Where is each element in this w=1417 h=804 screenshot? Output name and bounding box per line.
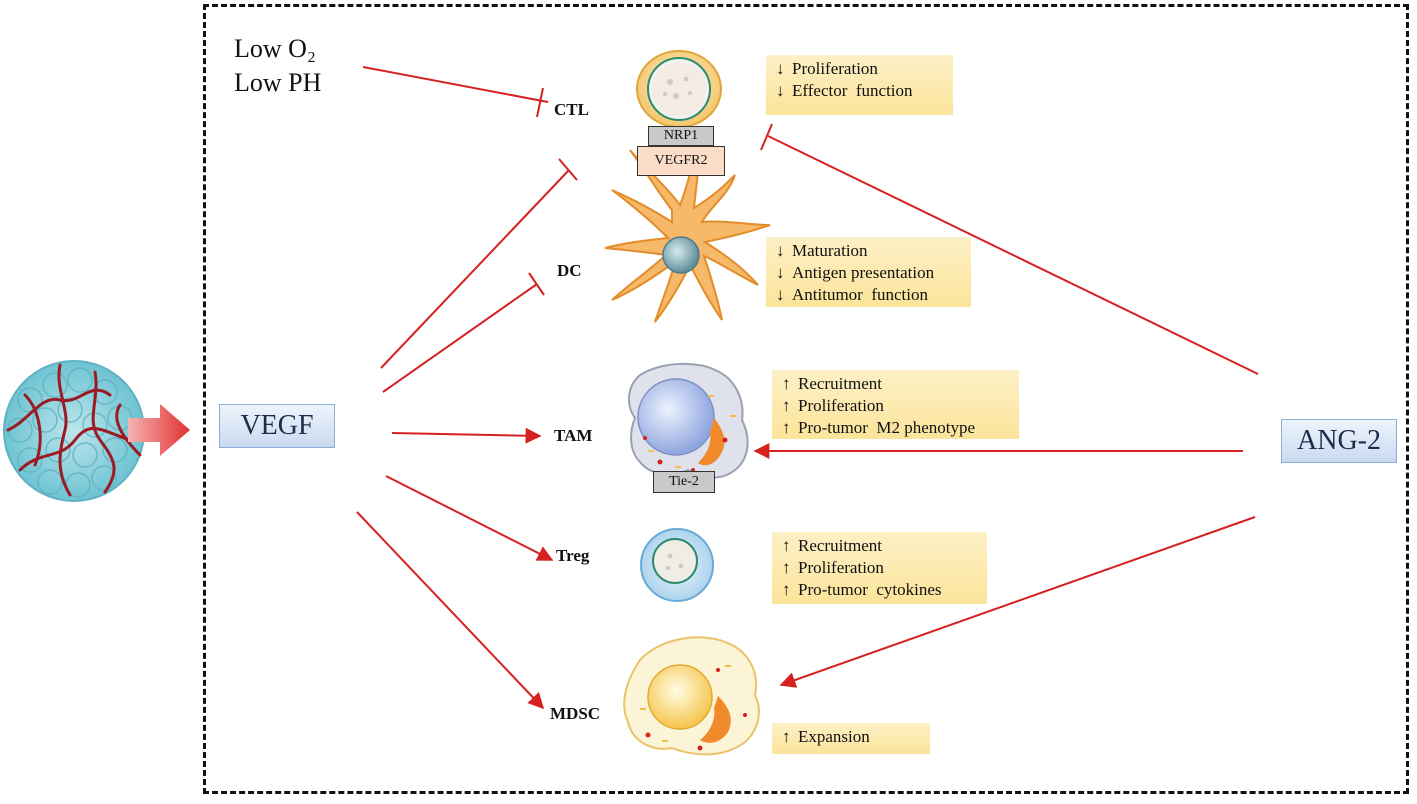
down-arrow-icon: ↓ — [776, 59, 785, 78]
ang2-box: ANG-2 — [1281, 419, 1397, 463]
effect-text: Expansion — [798, 727, 870, 746]
effect-text: Recruitment — [798, 374, 883, 393]
effect-text: Proliferation — [798, 558, 884, 577]
effect-text: Proliferation — [792, 59, 878, 78]
effect-item-treg-1: ↑ Proliferation — [782, 557, 977, 579]
down-arrow-icon: ↓ — [776, 263, 785, 282]
effect-text: Pro-tumor M2 phenotype — [798, 418, 976, 437]
effect-box-mdsc: ↑ Expansion — [772, 723, 930, 754]
up-arrow-icon: ↑ — [782, 558, 791, 577]
up-arrow-icon: ↑ — [782, 580, 791, 599]
cell-label-treg: Treg — [556, 546, 590, 565]
effect-text: Proliferation — [798, 396, 884, 415]
effect-item-dc-1: ↓ Antigen presentation — [776, 262, 961, 284]
inhibition-lines — [362, 66, 1259, 393]
condition-low-ph: Low PH — [234, 68, 322, 97]
up-arrow-icon: ↑ — [782, 418, 791, 437]
down-arrow-icon: ↓ — [776, 241, 785, 260]
effect-item-mdsc-0: ↑ Expansion — [782, 726, 920, 748]
effect-text: Antitumor function — [792, 285, 928, 304]
dashed-frame — [203, 4, 1409, 794]
cell-label-tam: TAM — [554, 426, 593, 445]
effect-text: Recruitment — [798, 536, 883, 555]
effect-item-ctl-0: ↓ Proliferation — [776, 58, 943, 80]
effect-item-dc-2: ↓ Antitumor function — [776, 284, 961, 306]
cell-label-ctl: CTL — [554, 100, 589, 119]
down-arrow-icon: ↓ — [776, 285, 785, 304]
effect-item-treg-0: ↑ Recruitment — [782, 535, 977, 557]
activation-arrows — [356, 427, 1256, 710]
up-arrow-icon: ↑ — [782, 396, 791, 415]
up-arrow-icon: ↑ — [782, 536, 791, 555]
cell-label-mdsc: MDSC — [550, 704, 601, 723]
effect-text: Effector function — [792, 81, 913, 100]
effect-item-ctl-1: ↓ Effector function — [776, 80, 943, 102]
effect-box-treg: ↑ Recruitment ↑ Proliferation ↑ Pro-tumor cyt… — [772, 532, 987, 604]
cell-label-dc: DC — [557, 261, 582, 280]
tumor-illustration — [3, 360, 145, 502]
tie2-receptor: Tie-2 — [653, 471, 715, 493]
up-arrow-icon: ↑ — [782, 374, 791, 393]
effect-box-dc: ↓ Maturation ↓ Antigen presentation ↓ Antitum… — [766, 237, 971, 307]
effect-item-tam-0: ↑ Recruitment — [782, 373, 1009, 395]
ctl-cell-illustration — [636, 50, 722, 128]
effect-text: Antigen presentation — [792, 263, 935, 282]
effect-text: Maturation — [792, 241, 868, 260]
effect-text: Pro-tumor cytokines — [798, 580, 942, 599]
tumor-to-vegf-arrow — [128, 404, 190, 456]
vegf-box: VEGF — [219, 404, 335, 448]
down-arrow-icon: ↓ — [776, 81, 785, 100]
mdsc-cell-illustration — [623, 636, 760, 756]
effect-box-tam: ↑ Recruitment ↑ Proliferation ↑ Pro-tumor M2 … — [772, 370, 1019, 439]
effect-item-tam-2: ↑ Pro-tumor M2 phenotype — [782, 417, 1009, 439]
tam-cell-illustration — [628, 362, 749, 479]
effect-item-treg-2: ↑ Pro-tumor cytokines — [782, 579, 977, 601]
treg-cell-illustration — [640, 528, 714, 602]
effect-box-ctl: ↓ Proliferation ↓ Effector function — [766, 55, 953, 115]
up-arrow-icon: ↑ — [782, 727, 791, 746]
condition-low-o2: Low O₂ — [234, 34, 316, 63]
vegfr2-receptor: VEGFR2 — [637, 146, 725, 176]
effect-item-dc-0: ↓ Maturation — [776, 240, 961, 262]
effect-item-tam-1: ↑ Proliferation — [782, 395, 1009, 417]
nrp1-receptor: NRP1 — [648, 126, 714, 146]
